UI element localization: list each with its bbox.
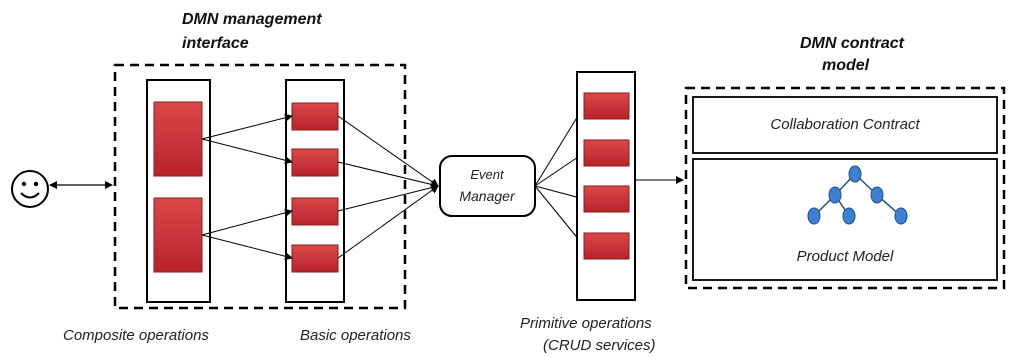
collaboration-contract-label: Collaboration Contract — [770, 116, 920, 133]
primitive-operation-block — [583, 139, 630, 167]
composite-operations-label: Composite operations — [63, 327, 209, 344]
interface-title-line2: interface — [182, 35, 249, 52]
composite-operation-block — [153, 101, 203, 177]
contract-model-box — [684, 86, 1006, 290]
primitive-operation-block — [583, 92, 630, 120]
basic-operations-label: Basic operations — [300, 327, 411, 344]
basic-operation-block — [291, 148, 339, 177]
event-to-primitive-arrows — [534, 105, 585, 247]
interface-title-line1: DMN management — [182, 11, 322, 28]
smiley-face-icon — [11, 170, 49, 208]
composite-operation-block — [153, 197, 203, 273]
basic-operation-block — [291, 102, 339, 131]
crud-services-label: (CRUD services) — [543, 337, 656, 354]
basic-operation-block — [291, 244, 339, 273]
management-interface-box — [113, 63, 407, 310]
composite-to-basic-arrows — [201, 113, 293, 261]
contract-title-line1: DMN contract — [800, 35, 905, 52]
primitive-operations-label: Primitive operations — [520, 315, 652, 332]
tree-diagram-icon — [807, 165, 908, 225]
contract-title-line2: model — [822, 57, 870, 74]
product-model-label: Product Model — [796, 248, 894, 265]
event-manager-label-line2: Manager — [459, 188, 515, 204]
primitive-operation-block — [583, 232, 630, 260]
basic-operation-block — [291, 197, 339, 226]
primitive-operation-block — [583, 185, 630, 213]
basic-to-event-arrows — [337, 115, 439, 259]
event-manager-label-line1: Event — [470, 167, 504, 182]
collaboration-contract-box — [692, 96, 998, 154]
